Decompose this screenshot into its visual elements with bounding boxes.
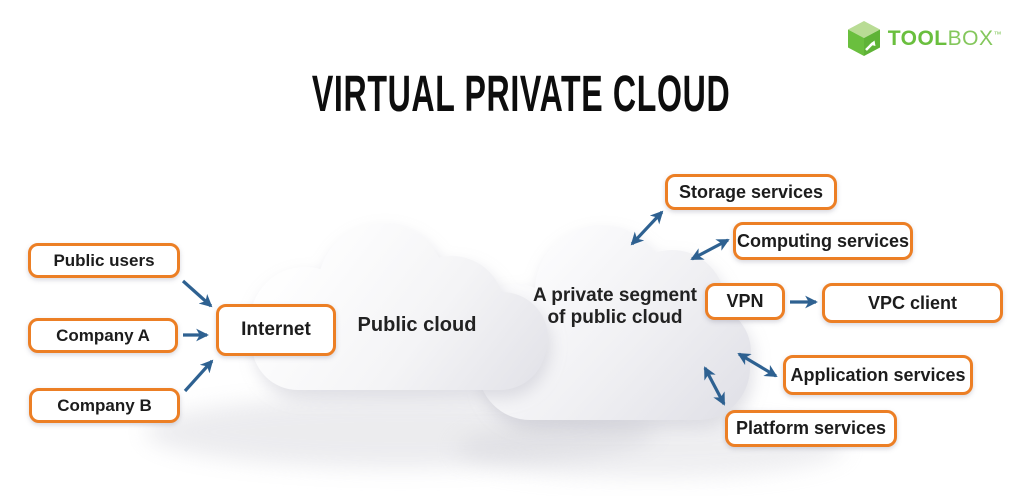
node-vpn: VPN: [705, 283, 785, 320]
public-cloud-label: Public cloud: [357, 314, 477, 336]
node-vpc-client: VPC client: [822, 283, 1003, 323]
arrow-cloud-platform: [703, 366, 726, 406]
private-cloud-label: A private segment of public cloud: [515, 285, 715, 329]
node-computing-services: Computing services: [733, 222, 913, 260]
arrow-cloud-storage: [630, 210, 664, 246]
private-cloud-label-line2: of public cloud: [547, 307, 683, 328]
node-storage-services: Storage services: [665, 174, 837, 210]
arrow-company-b-to-internet: [183, 359, 214, 393]
node-platform-services: Platform services: [725, 410, 897, 447]
node-application-services: Application services: [783, 355, 973, 395]
toolbox-cube-icon: [847, 21, 880, 56]
private-cloud-label-line1: A private segment: [532, 285, 697, 306]
node-company-a: Company A: [28, 318, 178, 353]
toolbox-logo: TOOLBOX™: [847, 20, 1002, 57]
node-public-users: Public users: [28, 243, 180, 278]
node-internet: Internet: [216, 304, 336, 356]
arrow-public-users-to-internet: [181, 279, 213, 308]
arrow-cloud-computing: [690, 238, 730, 261]
page-title: VIRTUAL PRIVATE CLOUD: [311, 65, 731, 122]
node-company-b: Company B: [29, 388, 180, 423]
arrow-cloud-application: [737, 352, 778, 378]
toolbox-wordmark: TOOLBOX™: [887, 27, 1002, 50]
